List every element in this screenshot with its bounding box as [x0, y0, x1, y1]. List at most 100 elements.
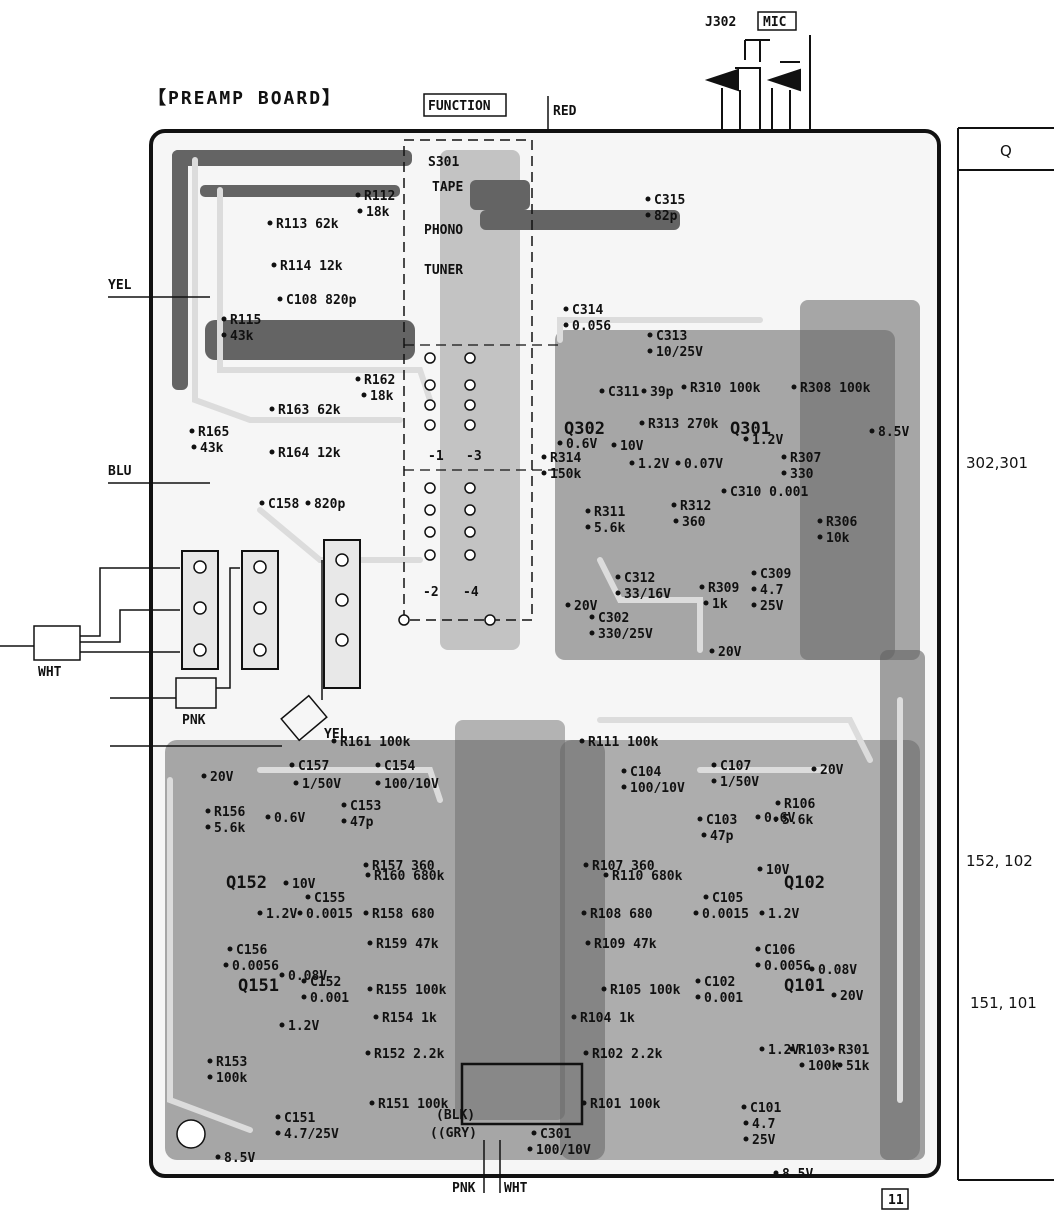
component-label: 43k — [230, 329, 254, 344]
component-pad — [675, 460, 681, 466]
component-label: R108 680 — [590, 907, 653, 922]
wht-plug — [0, 567, 180, 661]
component-label: 1/50V — [720, 775, 759, 790]
component-label: R110 680k — [612, 869, 683, 884]
component-pad — [741, 1104, 747, 1110]
component-label: C152 — [310, 975, 341, 990]
component-pad — [671, 502, 677, 508]
component-label: R160 680k — [374, 869, 445, 884]
component-label: 1k — [712, 597, 728, 612]
component-pad — [585, 524, 591, 530]
component-label: 0.6V — [274, 811, 305, 826]
component-pad — [751, 602, 757, 608]
mic-label-box — [757, 11, 797, 31]
component-label: 18k — [370, 389, 394, 404]
component-pad — [367, 940, 373, 946]
component-label: 5.6k — [594, 521, 625, 536]
component-label: C154 — [384, 759, 415, 774]
component-pad — [697, 816, 703, 822]
component-pad — [645, 212, 651, 218]
component-pad — [611, 442, 617, 448]
component-pad — [759, 1046, 765, 1052]
component-pad — [799, 1062, 805, 1068]
component-pad — [699, 584, 705, 590]
component-pad — [703, 600, 709, 606]
component-label: R113 62k — [276, 217, 339, 232]
copper-pattern — [165, 150, 925, 1160]
component-label: 0.0056 — [232, 959, 279, 974]
component-label: 20V — [574, 599, 598, 614]
component-pad — [621, 768, 627, 774]
component-pad — [365, 1050, 371, 1056]
component-pad — [579, 738, 585, 744]
component-pad — [289, 762, 295, 768]
transistor-q102: Q102 — [784, 873, 825, 893]
component-label: 43k — [200, 441, 224, 456]
component-pad — [215, 1154, 221, 1160]
component-label: 100/10V — [630, 781, 685, 796]
component-pad — [541, 454, 547, 460]
component-pad — [615, 574, 621, 580]
component-label: C310 0.001 — [730, 485, 808, 500]
component-label: 47p — [350, 815, 374, 830]
component-pad — [297, 910, 303, 916]
component-label: 0.001 — [704, 991, 743, 1006]
component-label: R162 — [364, 373, 395, 388]
component-pad — [275, 1130, 281, 1136]
component-label: C108 820p — [286, 293, 357, 308]
component-pad — [227, 946, 233, 952]
component-label: R115 — [230, 313, 261, 328]
switch-contacts — [398, 352, 496, 626]
component-label: 4.7 — [760, 583, 783, 598]
transistor-q301: Q301 — [730, 419, 771, 439]
switch-section-2: -2 — [423, 585, 439, 600]
component-label: 820p — [314, 497, 345, 512]
component-pad — [817, 518, 823, 524]
component-label: R314 — [550, 451, 581, 466]
component-label: C301 — [540, 1127, 571, 1142]
component-pad — [755, 814, 761, 820]
component-label: 0.07V — [684, 457, 723, 472]
component-label: C158 — [268, 497, 299, 512]
component-pad — [557, 440, 563, 446]
component-label: 1.2V — [768, 907, 799, 922]
component-pad — [207, 1074, 213, 1080]
component-label: C102 — [704, 975, 735, 990]
component-pad — [375, 762, 381, 768]
component-label: 0.6V — [764, 811, 795, 826]
component-label: 10/25V — [656, 345, 703, 360]
component-pad — [791, 384, 797, 390]
component-pad — [695, 978, 701, 984]
component-label: R151 100k — [378, 1097, 449, 1112]
component-label: 10V — [292, 877, 316, 892]
component-pad — [775, 800, 781, 806]
component-label: 100k — [216, 1071, 247, 1086]
switch-ref: S301 — [428, 155, 459, 170]
component-pad — [269, 449, 275, 455]
component-label: 25V — [752, 1133, 776, 1148]
component-pad — [259, 500, 265, 506]
component-pad — [341, 818, 347, 824]
component-pad — [759, 910, 765, 916]
wht-label: WHT — [38, 665, 62, 680]
board-title: 【PREAMP BOARD】 — [148, 88, 342, 109]
component-label: 0.08V — [818, 963, 857, 978]
component-pad — [711, 762, 717, 768]
component-pad — [305, 500, 311, 506]
component-pad — [283, 880, 289, 886]
yel-connector — [110, 560, 328, 747]
component-pad — [223, 962, 229, 968]
component-pad — [367, 986, 373, 992]
side-table-row-1: 302,301 — [966, 454, 1028, 472]
component-pad — [647, 332, 653, 338]
component-label: C312 — [624, 571, 655, 586]
component-label: R309 — [708, 581, 739, 596]
component-label: 100/10V — [384, 777, 439, 792]
component-pad — [751, 586, 757, 592]
side-table-row-2: 152, 102 — [966, 852, 1033, 870]
component-pad — [341, 802, 347, 808]
component-label: R159 47k — [376, 937, 439, 952]
component-label: 1.2V — [638, 457, 669, 472]
component-pad — [375, 780, 381, 786]
component-pad — [369, 1100, 375, 1106]
